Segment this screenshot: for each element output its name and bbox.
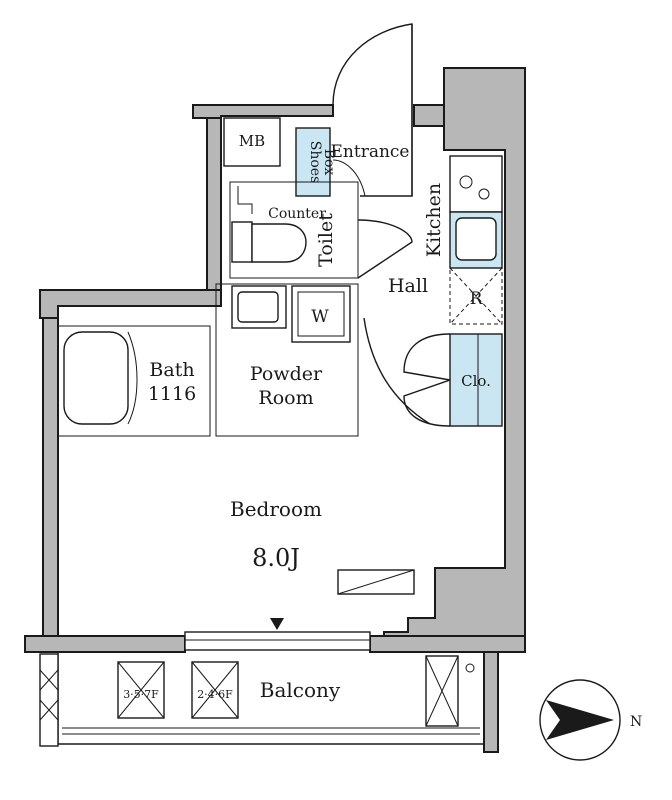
balcony-left-post — [39, 653, 59, 747]
shoes-box — [295, 127, 331, 197]
bottom-wall-right — [369, 635, 526, 653]
closet-door — [403, 333, 451, 427]
refrigerator-label: R — [470, 289, 484, 309]
toilet-bowl — [251, 223, 307, 263]
toilet-label: Toilet — [315, 213, 337, 267]
burner-icon — [459, 175, 473, 189]
bath-label-2: 1116 — [148, 383, 196, 405]
entrance-label: Entrance — [331, 142, 410, 162]
closet — [449, 333, 503, 427]
north-arrow-icon — [539, 679, 621, 761]
washer — [291, 285, 351, 343]
compass-north-label: N — [630, 714, 642, 730]
entry-marker-icon — [270, 618, 284, 630]
counter-label: Counter — [268, 206, 326, 222]
powder-label-1: Powder — [250, 363, 323, 385]
left-wall — [42, 317, 59, 637]
box-label: Box — [321, 149, 337, 176]
balcony-right-post — [483, 651, 499, 753]
bedroom-label: Bedroom — [230, 497, 322, 521]
hatch-label-246: 2·4·6F — [197, 688, 233, 701]
outer-walls — [24, 67, 526, 653]
burner-icon — [478, 188, 490, 200]
powder-label-2: Room — [258, 387, 313, 409]
bedroom-size: 8.0J — [252, 544, 300, 572]
bottom-wall-left — [24, 635, 186, 653]
toilet-door — [357, 219, 413, 279]
washer-label: W — [311, 307, 329, 327]
balcony — [39, 651, 499, 753]
bath-label-1: Bath — [149, 359, 194, 381]
entrance-door — [332, 23, 413, 197]
refrigerator-space — [449, 267, 503, 325]
left-upper-wall — [206, 117, 222, 293]
hatch-label-357: 3·5·7F — [123, 688, 159, 701]
kitchen-label: Kitchen — [423, 183, 445, 257]
shoes-label: Shoes — [307, 141, 323, 184]
toilet-tank — [231, 221, 253, 263]
top-wall-right — [413, 104, 445, 127]
powder-room — [215, 283, 431, 437]
balcony-window — [184, 618, 371, 651]
mb-closet — [223, 117, 281, 167]
closet-label: Clo. — [461, 372, 491, 390]
bathtub — [63, 331, 129, 425]
kitchen-area — [449, 155, 503, 325]
left-step-wall — [39, 289, 222, 319]
toilet-room — [229, 181, 413, 279]
hall-label: Hall — [388, 275, 428, 297]
balcony-label: Balcony — [260, 678, 341, 702]
bath-room — [57, 325, 211, 437]
powder-door — [363, 317, 431, 425]
mb-label: MB — [239, 132, 265, 150]
